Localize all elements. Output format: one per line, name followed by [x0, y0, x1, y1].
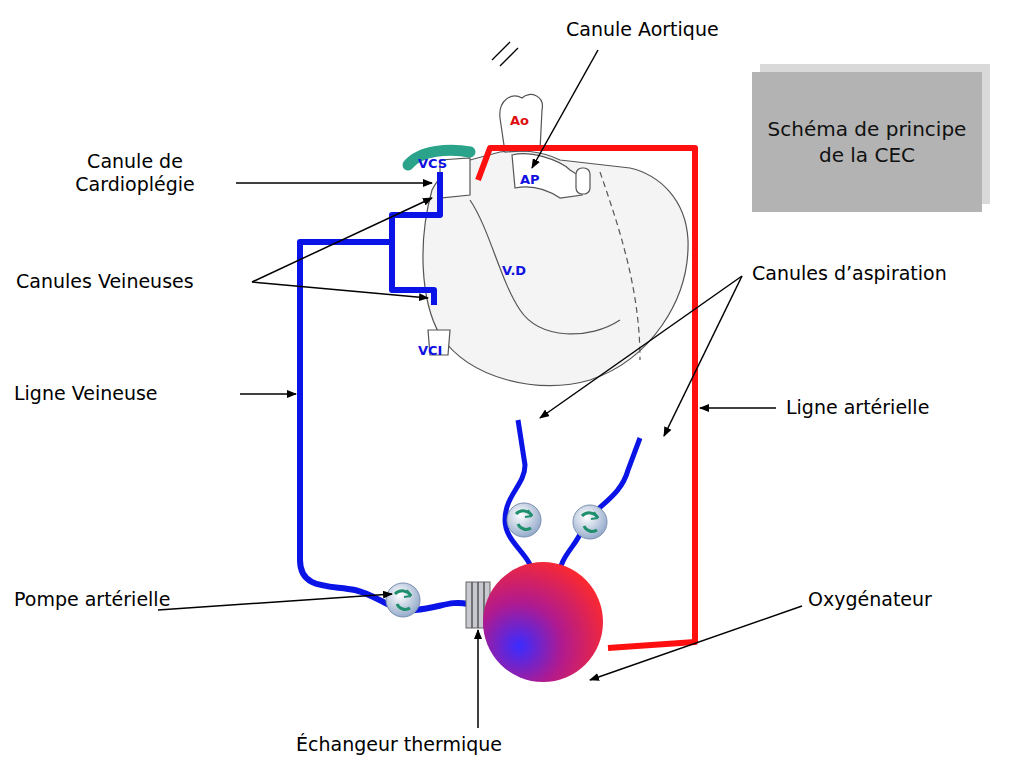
part-label: Canules d’aspiration: [752, 262, 947, 285]
break-mark: [492, 42, 518, 66]
arterial-pump: [386, 583, 420, 617]
leader-lines: [158, 50, 802, 728]
suction-pump: [507, 503, 541, 537]
part-label: Canule de Cardioplégie: [60, 150, 210, 196]
title-text: Schéma de principe de la CEC: [752, 106, 982, 178]
part-label: Ligne artérielle: [786, 396, 929, 419]
anatomy-label: V.D: [502, 263, 526, 279]
suction-lines: [505, 420, 640, 580]
part-label: Pompe artérielle: [14, 588, 170, 611]
anatomy-label: AP: [520, 172, 540, 188]
oxygenator-circle: [483, 562, 603, 682]
anatomy-label: VCS: [418, 156, 447, 172]
title-box: Schéma de principe de la CEC: [752, 72, 982, 212]
suction-pump: [573, 505, 607, 539]
part-label: Canule Aortique: [566, 18, 719, 41]
anatomy-label: Ao: [510, 113, 529, 129]
part-label: Oxygénateur: [808, 588, 932, 611]
anatomy-label: VCI: [418, 343, 442, 359]
part-label: Échangeur thermique: [296, 733, 502, 756]
part-label: Canules Veineuses: [16, 270, 194, 293]
part-label: Ligne Veineuse: [14, 382, 158, 405]
venous-line: [300, 172, 468, 610]
